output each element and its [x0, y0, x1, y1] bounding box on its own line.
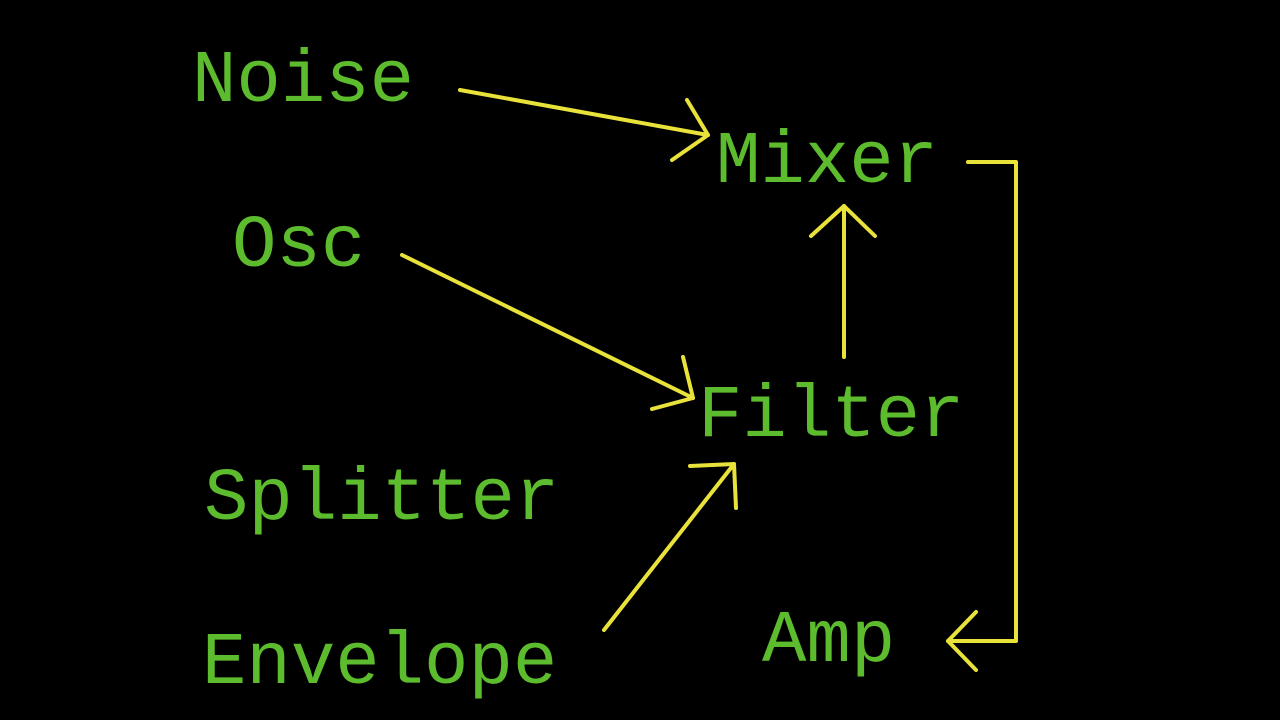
- node-mixer: Mixer: [716, 121, 939, 205]
- arrow-envelope-to-filter-shaft: [602, 462, 736, 632]
- arrow-mixer-to-amp-shaft: [946, 160, 1018, 643]
- node-envelope: Envelope: [202, 622, 558, 706]
- arrow-mixer-to-amp: [946, 160, 1018, 672]
- node-osc: Osc: [232, 205, 366, 289]
- arrow-noise-to-mixer-shaft: [458, 88, 710, 137]
- arrow-envelope-to-filter: [602, 462, 738, 632]
- arrow-filter-to-mixer-head: [809, 204, 877, 238]
- arrow-osc-to-filter-head: [650, 355, 695, 411]
- arrow-mixer-to-amp-head: [946, 610, 978, 672]
- node-splitter: Splitter: [204, 458, 560, 542]
- node-filter: Filter: [698, 375, 965, 459]
- node-noise: Noise: [192, 40, 415, 124]
- arrow-osc-to-filter: [400, 253, 695, 411]
- arrow-noise-to-mixer-head: [670, 98, 710, 162]
- arrow-osc-to-filter-shaft: [400, 253, 695, 400]
- arrow-noise-to-mixer: [458, 88, 710, 162]
- arrow-envelope-to-filter-head: [688, 462, 738, 510]
- node-amp: Amp: [762, 600, 896, 684]
- arrow-filter-to-mixer: [809, 204, 877, 359]
